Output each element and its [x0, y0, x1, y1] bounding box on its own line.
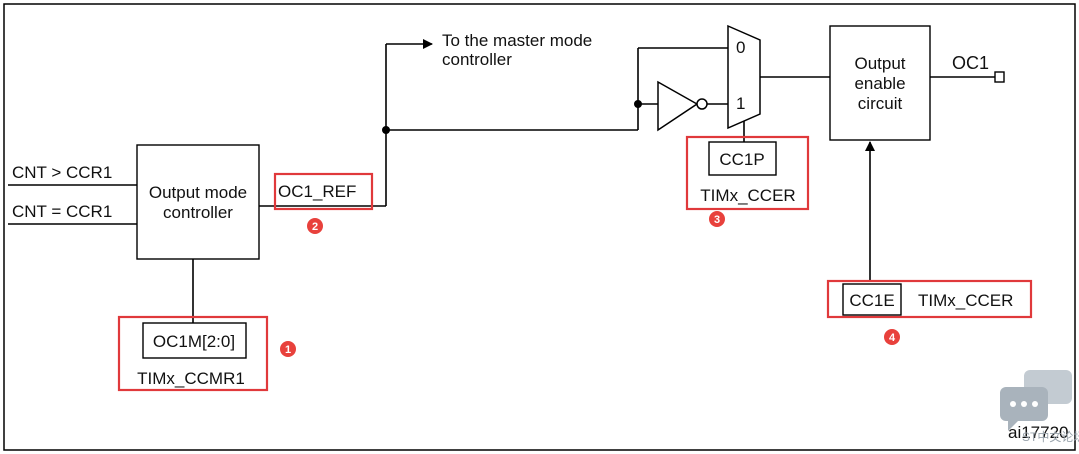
badge-3-label: 3	[714, 214, 720, 226]
figure-id: ai17720	[1008, 423, 1069, 442]
master-mode-label-line2: controller	[442, 50, 512, 69]
master-mode-label-line1: To the master mode	[442, 31, 592, 50]
output-enable-label-line3: circuit	[858, 94, 903, 113]
badge-1	[280, 341, 296, 357]
mux-input-0-label: 0	[736, 38, 745, 57]
oc1m-register-label: TIMx_CCMR1	[137, 369, 245, 388]
input-label-cnt-gt: CNT > CCR1	[12, 163, 112, 182]
forum-chat-icon	[1000, 370, 1072, 431]
output-enable-label-line1: Output	[854, 54, 905, 73]
output-enable-circuit-box	[829, 25, 931, 141]
cc1e-register-label: TIMx_CCER	[918, 291, 1013, 310]
output-mode-controller-label-line2: controller	[163, 203, 233, 222]
output-mode-controller-box	[136, 144, 260, 260]
inverter-triangle	[657, 80, 699, 132]
mux-shape	[727, 24, 761, 130]
cc1p-register-label: TIMx_CCER	[700, 186, 795, 205]
oc1-pin	[994, 71, 1005, 83]
badge-4-label: 4	[889, 332, 896, 344]
badge-1-label: 1	[285, 344, 291, 356]
forum-watermark: ST中文论坛	[1022, 429, 1079, 444]
badge-2-label: 2	[312, 221, 318, 233]
cc1e-field-label: CC1E	[849, 291, 894, 310]
badge-2	[307, 218, 323, 234]
oc1m-field-box	[142, 322, 247, 359]
oc1-label: OC1	[952, 53, 989, 73]
cc1p-highlight	[685, 135, 810, 211]
oc1ref-highlight	[273, 172, 374, 211]
oc1m-field-label: OC1M[2:0]	[153, 332, 235, 351]
oc1ref-label: OC1_REF	[278, 182, 356, 201]
oc1m-highlight	[117, 315, 269, 392]
inverter-bubble	[696, 98, 708, 110]
cc1e-field-box	[842, 283, 902, 316]
output-enable-label-line2: enable	[854, 74, 905, 93]
badge-3	[709, 211, 725, 227]
cc1e-highlight	[826, 279, 1033, 319]
input-label-cnt-eq: CNT = CCR1	[12, 202, 112, 221]
output-mode-controller-label-line1: Output mode	[149, 183, 247, 202]
diagram-frame	[3, 3, 1076, 451]
cc1p-field-label: CC1P	[719, 150, 764, 169]
cc1p-field-box	[708, 141, 777, 176]
mux-input-1-label: 1	[736, 94, 745, 113]
badge-4	[884, 329, 900, 345]
